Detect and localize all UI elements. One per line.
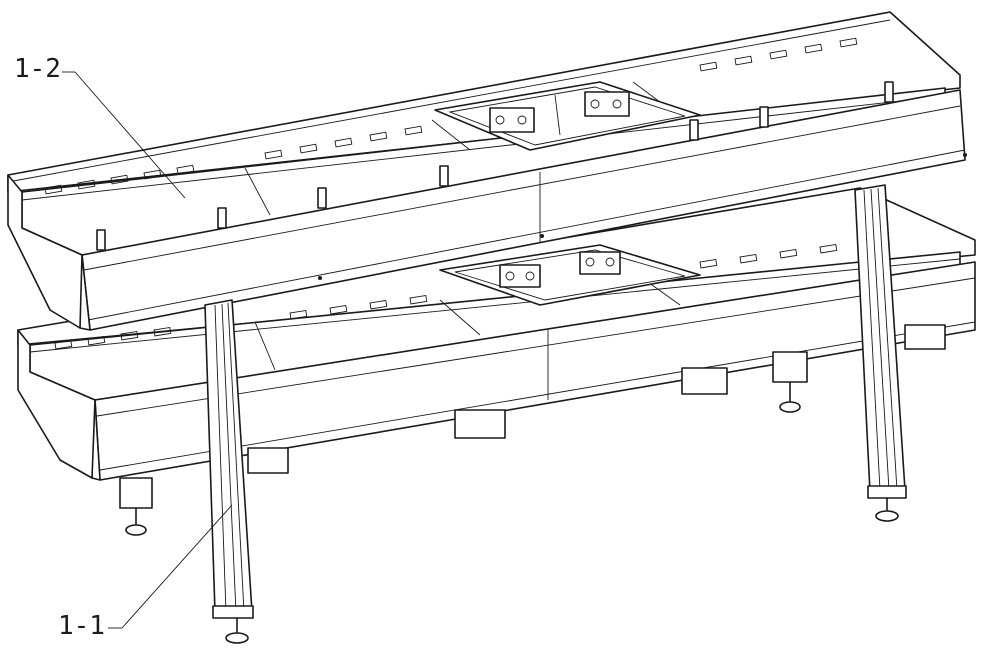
- label-1-1: 1-1: [58, 611, 105, 641]
- label-1-2: 1-2: [14, 54, 61, 84]
- callout-1-1: 1-1: [58, 505, 232, 641]
